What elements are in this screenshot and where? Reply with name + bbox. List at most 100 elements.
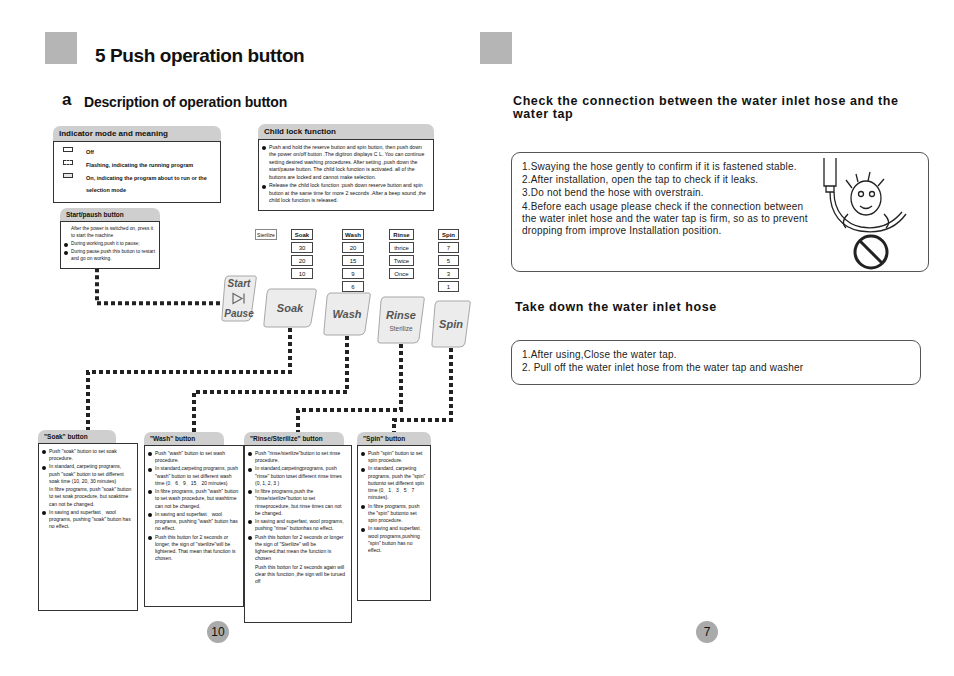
body-text: In saving and superfast, wool programs, … — [255, 518, 347, 533]
box-body: Push "rinse/sterilize"button to set rins… — [244, 445, 352, 623]
instruction-text: 2.After installation, open the tap to ch… — [522, 174, 816, 186]
box-body: After the power is switched on, press it… — [60, 221, 160, 269]
table-cell: 10 — [291, 268, 313, 279]
box-heading-tab: "Wash" button — [144, 432, 224, 445]
table-cell: Once — [389, 268, 414, 279]
bullet — [148, 490, 152, 494]
indicator-symbol — [63, 173, 73, 178]
bullet — [148, 452, 152, 456]
bullet — [248, 536, 252, 540]
page-title: 5 Push operation button — [95, 45, 304, 67]
bullet — [148, 513, 152, 517]
table-cell: 20 — [342, 242, 364, 253]
bullet — [361, 468, 365, 472]
box-body: Push "wash" button to set wash procedure… — [144, 445, 244, 607]
body-text: Push this botton for 2 seconds or longer… — [255, 534, 347, 563]
box-body: OffFlashing, indicating the running prog… — [53, 141, 221, 203]
box-body: Push and hold the reserve button and spi… — [258, 139, 434, 211]
body-text: In saving and superfast、wool programs, p… — [49, 509, 133, 531]
table-header: Soak — [291, 229, 313, 240]
button-label: Wash — [332, 308, 361, 320]
box-heading: "Soak" button — [44, 433, 88, 440]
box-body: Push "spin" button to set spin procedure… — [357, 445, 431, 601]
instruction-text: 1.Swaying the hose gently to confirm if … — [522, 161, 816, 173]
button-label: Pause — [224, 308, 253, 319]
table-cell: Twice — [389, 255, 414, 266]
page-number: 7 — [696, 621, 718, 643]
indicator-symbol — [63, 160, 73, 165]
soak-description: "Soak" buttonPush "soak" button to set s… — [38, 430, 138, 611]
body-text: In fibre programs, push the "spin" butto… — [368, 503, 426, 525]
instruction-box: 1.Swaying the hose gently to confirm if … — [511, 152, 929, 272]
box-heading: "Wash" button — [150, 435, 195, 442]
table-header: Wash — [342, 229, 364, 240]
body-text: In standard,carpeting programs, push "wa… — [155, 465, 239, 487]
dotted-connector — [194, 336, 347, 432]
bullet — [42, 511, 46, 515]
table-cell: Sterilize — [255, 229, 277, 240]
dotted-connector — [88, 328, 290, 430]
body-text: Push "soak" button to set soak procedure… — [49, 448, 133, 463]
wash-description: "Wash" buttonPush "wash" button to set w… — [144, 432, 244, 607]
table-cell: 7 — [438, 242, 459, 253]
table-cell: 1 — [438, 281, 459, 292]
body-text: Push "rinse/sterilize"button to set rins… — [255, 450, 347, 465]
table-cell: 3 — [438, 268, 459, 279]
body-text: On, indicating the program about to run … — [86, 172, 216, 196]
prohibition-sign — [855, 236, 887, 268]
bullet — [64, 243, 68, 247]
body-text: In saving and superfast、wool programs, p… — [155, 511, 239, 533]
indicator-symbol — [63, 147, 73, 152]
table-cell: 30 — [291, 242, 313, 253]
button-label: Sterilize — [389, 325, 412, 332]
box-heading: "Spin" button — [363, 435, 405, 442]
button-label: Rinse — [386, 309, 416, 321]
body-text: Release the child lock function :push do… — [269, 182, 429, 205]
table-cell: 5 — [438, 255, 459, 266]
dotted-connector — [298, 344, 401, 432]
bullet — [361, 452, 365, 456]
table-cell: 15 — [342, 255, 364, 266]
instruction-text: 4.Before each usage please check if the … — [522, 201, 816, 238]
grey-square — [480, 32, 512, 64]
section-heading: Check the connection between the water i… — [513, 95, 913, 121]
bullet — [148, 536, 152, 540]
dotted-connector — [97, 269, 220, 304]
body-text: In standard, carpeting programs, push th… — [368, 465, 426, 501]
body-text: In fibre programs,push the "rinse/steril… — [255, 488, 347, 517]
bullet — [248, 468, 252, 472]
start-button: StartPause — [220, 275, 258, 322]
table-header: Rinse — [389, 229, 414, 240]
bullet — [361, 528, 365, 532]
section-heading: Description of operation button — [84, 94, 287, 110]
instruction-text: 1.After using,Close the water tap. — [522, 349, 908, 361]
bullet — [361, 505, 365, 509]
body-text: In fibre programs, push "wash" button to… — [155, 488, 239, 510]
bullet — [262, 146, 266, 150]
bullet — [64, 251, 68, 255]
section-letter: a — [62, 90, 71, 110]
button-label: Spin — [439, 318, 463, 330]
start-pause-box: Start/paush buttonAfter the power is swi… — [60, 208, 160, 269]
box-heading-tab: Child lock function — [258, 124, 434, 139]
body-text: In saving and superfast、wool programs,pu… — [368, 525, 426, 554]
box-heading-tab: "Rinse/Sterilize" button — [244, 432, 344, 445]
body-text: Push "spin" button to set spin procedure… — [368, 450, 426, 465]
table-cell: 6 — [342, 281, 364, 292]
box-body: Push "soak" button to set soak procedure… — [38, 443, 138, 611]
body-text: Off — [86, 146, 216, 158]
box-heading: "Rinse/Sterilize" button — [250, 435, 323, 442]
button-label: Start — [228, 278, 251, 289]
body-text: After the power is switched on, press it… — [71, 226, 155, 240]
body-text: Flashing, indicating the running program — [86, 159, 216, 171]
body-text: In fibre programs, push "soak" button to… — [49, 486, 133, 508]
table-cell: 20 — [291, 255, 313, 266]
instruction-text: 3.Do not bend the hose with overstrain. — [522, 187, 816, 199]
rinse-description: "Rinse/Sterilize" buttonPush "rinse/ster… — [244, 432, 352, 623]
body-text: During working,push it to pause; — [71, 241, 155, 248]
hose-illustration — [824, 158, 906, 232]
table-cell: thrice — [389, 242, 414, 253]
spin-button: Spin — [430, 300, 472, 348]
wash-button: Wash — [322, 292, 372, 336]
box-heading: Start/paush button — [66, 211, 124, 218]
